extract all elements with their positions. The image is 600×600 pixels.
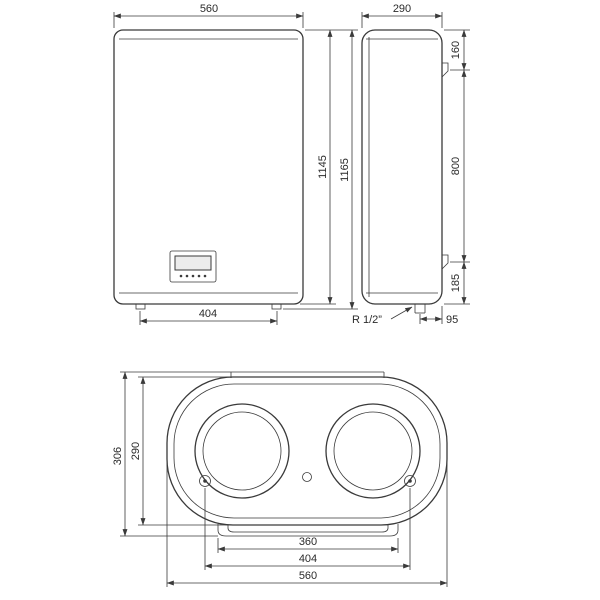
dim-label-side-bracket-to-bottom: 185 [450, 274, 462, 292]
dim-label-pipe-offset: 95 [446, 314, 458, 326]
flange-left-inner [202, 411, 282, 491]
dim-label-front-foot-span: 404 [199, 308, 217, 320]
dim-label-pipe-thread: R 1/2” [352, 314, 382, 326]
dim-label-front-height-total: 1165 [339, 158, 351, 182]
dim-pipe-offset: 95 [419, 306, 458, 326]
side-view [361, 29, 449, 314]
dim-bottom-bolt-span: 404 [204, 488, 411, 570]
bolt-left-center [203, 479, 207, 483]
pipe-connection [414, 304, 426, 314]
center-port [302, 472, 312, 482]
dim-label-bottom-total-depth: 306 [112, 447, 124, 465]
dim-bottom-width: 560 [166, 461, 448, 587]
dim-front-width: 560 [113, 3, 304, 28]
flange-left-outer [194, 403, 290, 499]
dim-bottom-total-depth: 306 [112, 371, 231, 537]
display-screen [174, 255, 212, 271]
bottom-cover-plate [217, 524, 399, 537]
dim-label-side-bracket-span: 800 [450, 157, 462, 175]
dim-label-bottom-width: 560 [299, 570, 317, 582]
front-view [113, 29, 304, 310]
dim-label-bottom-body-depth: 290 [130, 442, 142, 460]
display-button [179, 274, 183, 278]
bolt-right-center [408, 479, 412, 483]
bolt-right [404, 475, 416, 487]
dim-label-side-depth: 290 [393, 3, 411, 15]
dim-label-bottom-plate-width: 360 [299, 536, 317, 548]
display-button [197, 274, 201, 278]
bottom-outline-outer [166, 376, 448, 526]
flange-right-inner [333, 411, 413, 491]
dim-bottom-plate-width: 360 [217, 536, 399, 553]
display-button [191, 274, 195, 278]
wall-bracket-upper [441, 62, 449, 78]
display-button [185, 274, 189, 278]
bottom-outline-inner [173, 383, 441, 519]
front-right-connection [271, 303, 282, 310]
dim-front-heights: 1145 1165 [283, 29, 358, 310]
callout-pipe-thread: R 1/2” [352, 306, 413, 326]
bottom-view [166, 371, 448, 537]
dim-bottom-body-depth: 290 [130, 376, 233, 526]
dim-front-foot-span: 404 [139, 308, 278, 325]
display-button [203, 274, 207, 278]
display-panel [169, 250, 217, 283]
flange-right-outer [325, 403, 421, 499]
dim-label-side-top-to-bracket: 160 [450, 41, 462, 59]
display-frame [169, 250, 217, 283]
wall-bracket-lower [441, 254, 449, 270]
dim-label-bottom-bolt-span: 404 [299, 553, 317, 565]
side-body-outline [361, 29, 443, 305]
dim-side-chain: 160 800 185 [444, 29, 470, 305]
dim-side-depth: 290 [361, 3, 443, 28]
dim-label-front-height-body: 1145 [317, 155, 329, 179]
front-left-connection [135, 303, 146, 310]
front-body-outline [113, 29, 304, 305]
bolt-left [199, 475, 211, 487]
dim-label-front-width: 560 [200, 3, 218, 15]
